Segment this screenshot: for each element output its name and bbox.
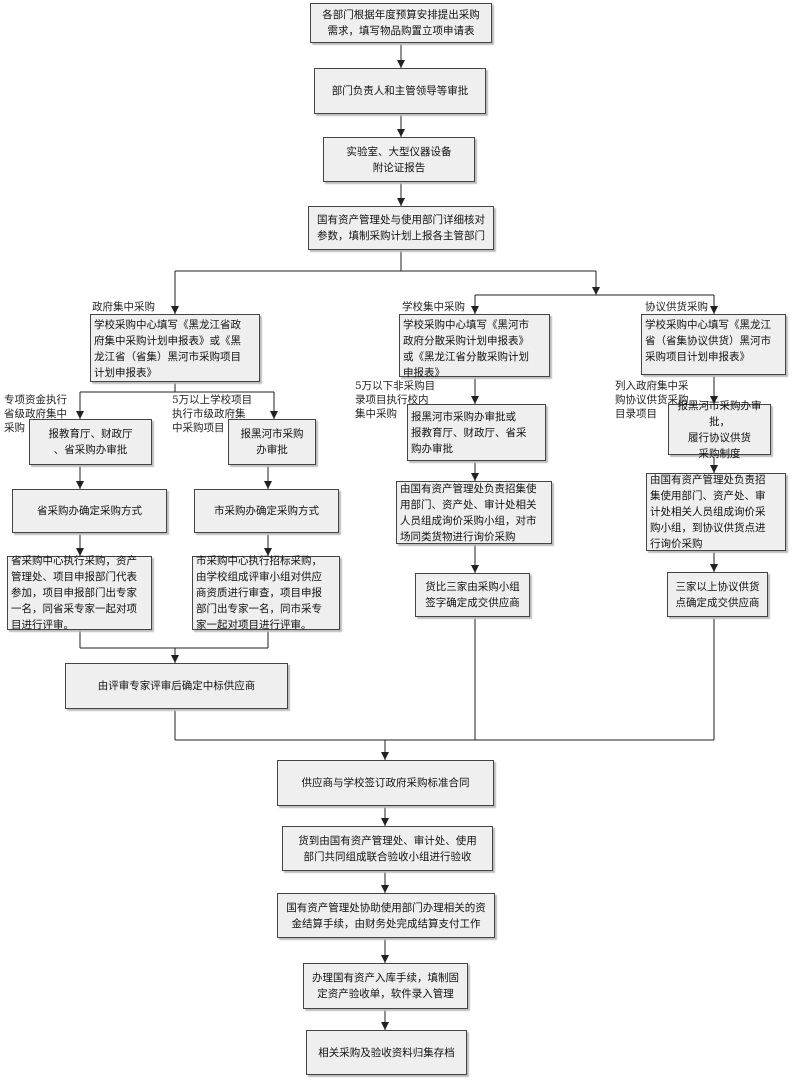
gov-provincial-execute: 省采购中心执行采购，资产 管理处、项目申报部门代表 参加，项目申报部门出专家 一… <box>7 555 152 631</box>
step-sign-contract: 供应商与学校签订政府采购标准合同 <box>277 760 494 806</box>
step-joint-acceptance: 货到由国有资产管理处、审计处、使用 部门共同组成联合验收小组进行验收 <box>282 826 493 871</box>
arrowhead <box>397 198 405 206</box>
arrowhead <box>171 306 179 314</box>
label-school-procurement: 学校集中采购 <box>402 301 465 313</box>
arrowhead <box>381 818 389 826</box>
label-government-procurement: 政府集中采购 <box>92 301 155 313</box>
label-special-fund: 专项资金执行 省级政府集中 采购 <box>4 394 67 434</box>
arrowhead <box>264 548 272 556</box>
arrowhead <box>171 655 179 663</box>
arrowhead <box>264 481 272 489</box>
arrowhead <box>710 564 718 572</box>
arrowhead <box>710 465 718 473</box>
arrowhead <box>710 396 718 404</box>
step-asset-registration: 办理国有资产入库手续，填制固 定资产验收单，软件录入管理 <box>303 963 468 1009</box>
step-archive-documents: 相关采购及验收资料归集存档 <box>306 1030 467 1075</box>
step-fund-settlement: 国有资产管理处协助使用部门办理相关的资 金结算手续，由财务处完成结算支付工作 <box>277 893 495 938</box>
gov-determine-supplier: 由评审专家评审后确定中标供应商 <box>65 663 288 709</box>
arrowhead <box>592 287 600 295</box>
arrowhead <box>381 885 389 893</box>
step-feasibility-report: 实验室、大型仪器设备 附论证报告 <box>323 137 475 182</box>
gov-city-execute: 市采购中心执行招标采购， 由学校组成评审小组对供应 商资质进行审查，项目申报 部… <box>192 555 340 631</box>
gov-provincial-approval: 报教育厅、财政厅 、省采购办审批 <box>29 419 152 465</box>
school-inquiry-group: 由国有资产管理处负责招集使 用部门、资产处、审计处相关 人员组成询价采购小组，对… <box>396 481 552 544</box>
label-under-50k: 5万以下非采购目 录项目执行校内 集中采购 <box>355 380 436 420</box>
gov-provincial-method: 省采购办确定采购方式 <box>12 489 167 533</box>
gov-city-method: 市采购办确定采购方式 <box>194 489 339 533</box>
label-listed-items: 列入政府集中采 购协议供货采购 目录项目 <box>615 380 689 420</box>
label-over-50k: 5万以上学校项目 执行市级政府集 中采购项目 <box>172 394 253 434</box>
arrowhead <box>381 752 389 760</box>
agreement-approval: 报黑河市采购办审批， 履行协议供货 采购制度 <box>668 400 771 460</box>
agreement-fill-plan: 学校采购中心填写《黑龙江 省（省集协议供货）黑河市 采购项目计划申报表》 <box>641 314 786 375</box>
arrowhead <box>471 473 479 481</box>
label-agreement-procurement: 协议供货采购 <box>645 301 708 313</box>
step-fill-purchase-plan: 国有资产管理处与使用部门详细核对 参数，填制采购计划上报各主管部门 <box>308 206 494 250</box>
arrowhead <box>76 481 84 489</box>
arrowhead <box>76 411 84 419</box>
arrowhead <box>471 396 479 404</box>
arrowhead <box>381 955 389 963</box>
school-confirm-supplier: 货比三家由采购小组 签字确定成交供应商 <box>415 573 530 617</box>
arrowhead <box>270 411 278 419</box>
arrowhead <box>397 129 405 137</box>
step-submit-request: 各部门根据年度预算安排提出采购 需求，填写物品购置立项申请表 <box>310 3 492 43</box>
arrowhead <box>76 548 84 556</box>
school-fill-plan: 学校采购中心填写《黑河市 政府分散采购计划申报表》 或《黑龙江省分散采购计划 申… <box>399 314 550 379</box>
arrowhead <box>381 1022 389 1030</box>
gov-city-approval: 报黑河市采购 办审批 <box>228 419 316 465</box>
agreement-confirm-supplier: 三家以上协议供货 点确定成交供应商 <box>667 572 768 617</box>
arrowhead <box>710 306 718 314</box>
step-leader-approval: 部门负责人和主管领导等审批 <box>314 68 486 114</box>
school-approval: 报黑河市采购办审批或 报教育厅、财政厅、省采 购办审批 <box>407 404 546 461</box>
arrowhead <box>471 565 479 573</box>
gov-fill-plan: 学校采购中心填写《黑龙江省政 府集中采购计划申报表》或《黑 龙江省（省集）黑河市… <box>90 314 260 382</box>
arrowhead <box>471 306 479 314</box>
agreement-inquiry-group: 由国有资产管理处负责招 集使用部门、资产处、审 计处相关人员组成询价采 购小组，… <box>646 473 786 551</box>
arrowhead <box>397 60 405 68</box>
